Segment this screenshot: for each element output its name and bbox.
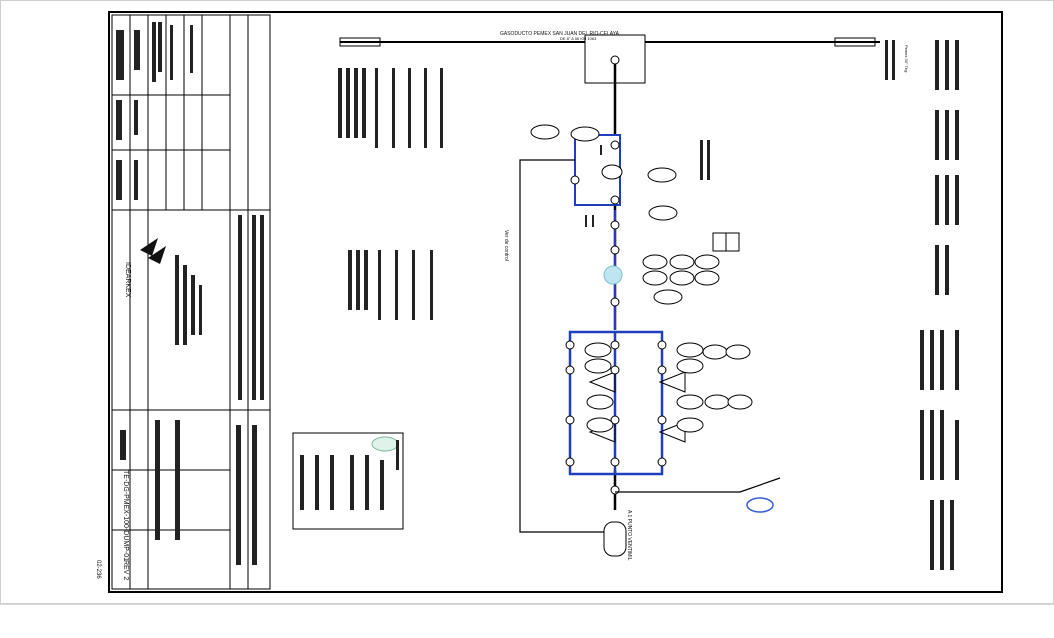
symbols-legend: [292, 432, 404, 530]
regulation-valves: [565, 340, 667, 467]
bypass-line: [519, 159, 615, 533]
title-block: [111, 14, 271, 590]
date-label: 02-236: [95, 560, 101, 579]
vent-label: A 1 PUNTO VENTIMIL: [626, 510, 632, 561]
title-block-fineprint: [116, 22, 264, 565]
regulation-station: [568, 330, 664, 476]
filter-vessel: [603, 265, 623, 285]
symbols-legend-text: [300, 440, 399, 510]
company-logo: [140, 238, 166, 264]
equipment-notes-right: [885, 40, 959, 570]
outlet-meter: [603, 521, 627, 557]
drawing-border: [108, 11, 1003, 593]
design-conditions-notes: [338, 68, 443, 320]
outlet-branch: [615, 477, 781, 493]
instrument-bubbles-upper: [530, 124, 720, 305]
revision-label: REV 2: [122, 560, 129, 580]
component-tags: [585, 140, 710, 227]
company-name: IDEARKEX: [124, 262, 131, 298]
inlet-components: [570, 140, 623, 205]
incoming-pipeline-label: Pemex 30" Tbg: [904, 45, 909, 72]
bypass-label: Ver de control: [503, 230, 509, 261]
relief-valve-bubble: [746, 497, 774, 513]
pipeline-title: GASODUCTO PEMEX SAN JUAN DEL RIO-CELAYA: [500, 31, 620, 37]
drawing-number: TE-DG-PMEX-100-DUMP-01: [122, 470, 129, 561]
main-line-valves: [610, 55, 620, 495]
filter-legend-box: [712, 232, 740, 252]
bottom-strip: [0, 604, 1054, 638]
instrument-bubbles-lower: [584, 342, 753, 433]
pipeline-subtitle: DE 8" A 56 KM 1063: [560, 36, 597, 41]
